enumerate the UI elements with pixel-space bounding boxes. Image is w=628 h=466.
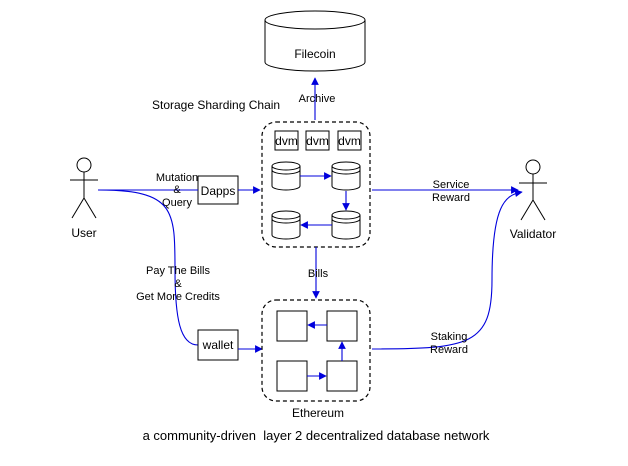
wallet-label: wallet xyxy=(202,338,234,352)
diagram-caption: a community-driven layer 2 decentralized… xyxy=(143,428,490,443)
query-label: Query xyxy=(162,197,192,209)
dvm-label: dvm xyxy=(306,134,329,148)
ethereum-chain xyxy=(261,299,371,402)
dvm-box xyxy=(337,130,362,151)
dvm-label: dvm xyxy=(275,134,298,148)
mutation-amp-label: & xyxy=(173,184,181,196)
storage-sharding-chain: dvm dvm dvm xyxy=(261,121,371,248)
block-box xyxy=(326,310,358,342)
credits-label: Get More Credits xyxy=(136,291,220,303)
mutation-label: Mutation xyxy=(156,172,198,184)
pay-bills-label: Pay The Bills xyxy=(146,265,210,277)
validator-icon xyxy=(519,159,547,221)
service-label: Service xyxy=(433,179,470,191)
dvm-label: dvm xyxy=(338,134,361,148)
block-box xyxy=(276,310,308,342)
reward-label: Reward xyxy=(432,192,470,204)
shard-db-icon xyxy=(271,210,301,240)
user-label: User xyxy=(71,226,96,240)
block-box xyxy=(276,360,308,392)
filecoin-label: Filecoin xyxy=(294,47,335,61)
ethereum-label: Ethereum xyxy=(292,406,344,420)
user-icon xyxy=(70,157,98,219)
staking-reward-edge xyxy=(371,189,523,350)
shard-db-icon xyxy=(331,161,361,191)
pay-bills-amp-label: & xyxy=(174,278,182,290)
shard-db-icon xyxy=(271,161,301,191)
dvm-box xyxy=(274,130,299,151)
storage-chain-label: Storage Sharding Chain xyxy=(152,98,280,112)
staking-label: Staking xyxy=(431,331,468,343)
validator-label: Validator xyxy=(510,227,556,241)
bills-label: Bills xyxy=(308,268,329,280)
block-box xyxy=(326,360,358,392)
filecoin-database: Filecoin xyxy=(264,10,366,72)
archive-label: Archive xyxy=(299,93,336,105)
wallet-box xyxy=(197,329,239,361)
shard-db-icon xyxy=(331,210,361,240)
staking-reward-label: Reward xyxy=(430,344,468,356)
pay-bills-edge xyxy=(97,189,199,346)
dapps-label: Dapps xyxy=(201,184,236,198)
dvm-box xyxy=(305,130,330,151)
